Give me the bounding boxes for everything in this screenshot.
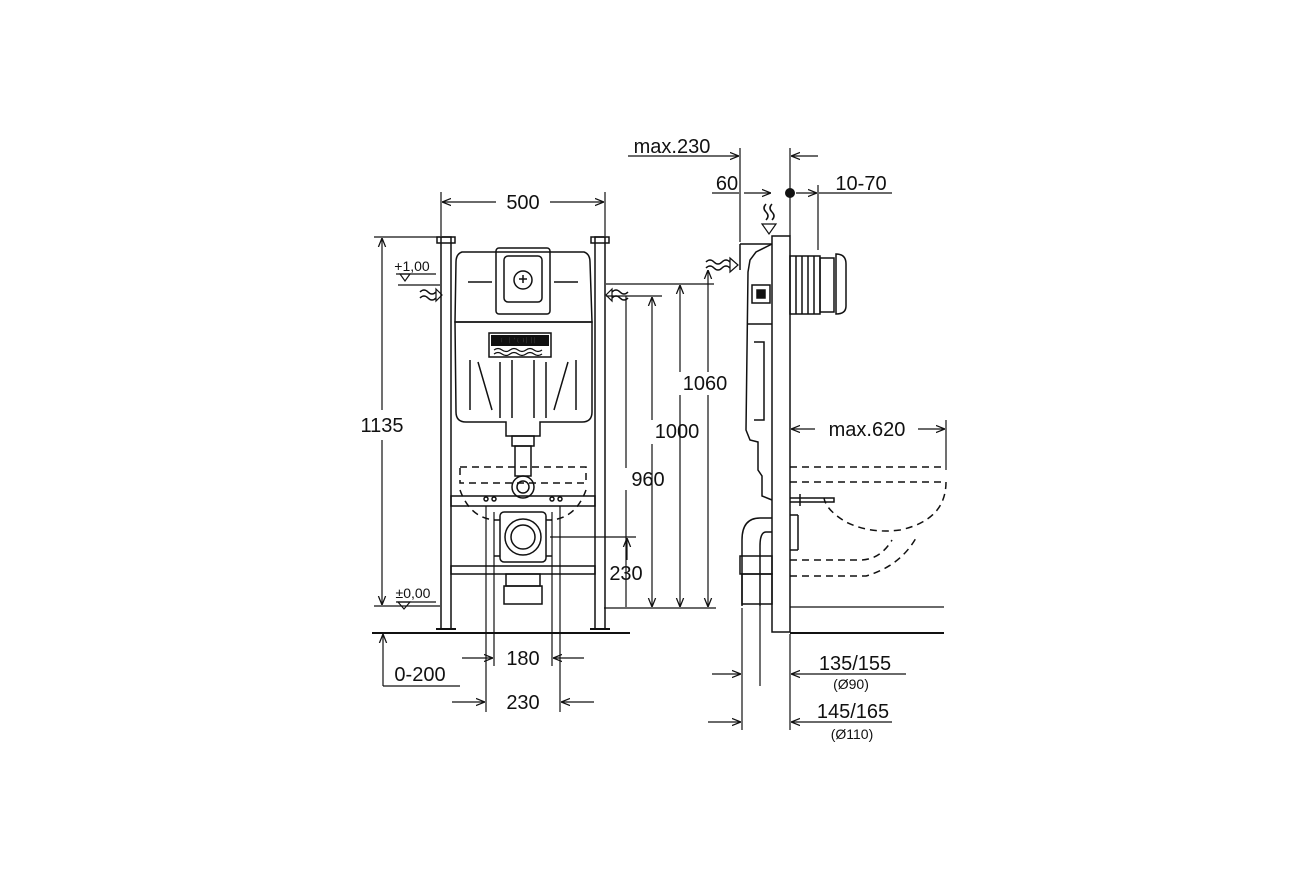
- dim-height-230: 230: [609, 563, 642, 585]
- front-dimensions: [374, 192, 716, 712]
- brand-logo-plate: [488, 332, 552, 358]
- dim-floor-offset: 0-200: [394, 664, 445, 686]
- dim-135-155: 135/155: [819, 653, 891, 675]
- water-inlet-left: [419, 287, 443, 303]
- wc-bowl-outline-front: [459, 466, 587, 521]
- water-inlet-right: [605, 287, 629, 303]
- dim-max-620: max.620: [829, 419, 906, 441]
- frame-side-upright: [771, 235, 791, 633]
- frame-crossbar-upper: [450, 495, 596, 507]
- level-top-label: +1,00: [394, 258, 430, 274]
- dim-60: 60: [716, 173, 738, 195]
- mounting-holes: [483, 496, 563, 502]
- dim-145-165: 145/165: [817, 701, 889, 723]
- dim-height-1060: 1060: [683, 373, 728, 395]
- dim-10-70: 10-70: [835, 173, 886, 195]
- wc-bowl-outline-side: [790, 466, 947, 577]
- dim-height-1000: 1000: [655, 421, 700, 443]
- brand-logo-text: GROHE: [500, 335, 540, 347]
- drain-bend-side: [739, 514, 799, 606]
- frame-crossbar-lower: [450, 565, 596, 575]
- mounting-bolt-side: [790, 494, 835, 506]
- dim-width-180: 180: [506, 648, 539, 670]
- dim-width-500: 500: [506, 192, 539, 214]
- flush-pipe-front: [511, 435, 535, 499]
- drain-pipe-front: [494, 511, 552, 605]
- frame-left-upright: [436, 236, 456, 630]
- front-view: GROHE: [372, 236, 630, 634]
- dim-diameter-110: (Ø110): [831, 726, 874, 742]
- side-view: [705, 203, 947, 634]
- dim-max-230: max.230: [634, 136, 711, 158]
- dim-width-230: 230: [506, 692, 539, 714]
- level-zero-label: ±0,00: [396, 585, 431, 601]
- side-labels: max.230 60 10-70 max.620 135/155 (Ø90) 1…: [634, 136, 906, 742]
- cistern-side: [739, 243, 773, 501]
- frame-right-upright: [590, 236, 610, 630]
- side-dimensions: [628, 148, 947, 730]
- flush-plate-side: [789, 253, 847, 315]
- cistern-front: [454, 247, 593, 437]
- dim-diameter-90: (Ø90): [833, 676, 869, 692]
- water-inlet-side: [705, 203, 778, 274]
- dim-height-960: 960: [631, 469, 664, 491]
- front-labels: 500 1135 +1,00 ±0,00 1060 1000 960 230 0…: [360, 192, 727, 714]
- dim-height-1135: 1135: [360, 415, 403, 437]
